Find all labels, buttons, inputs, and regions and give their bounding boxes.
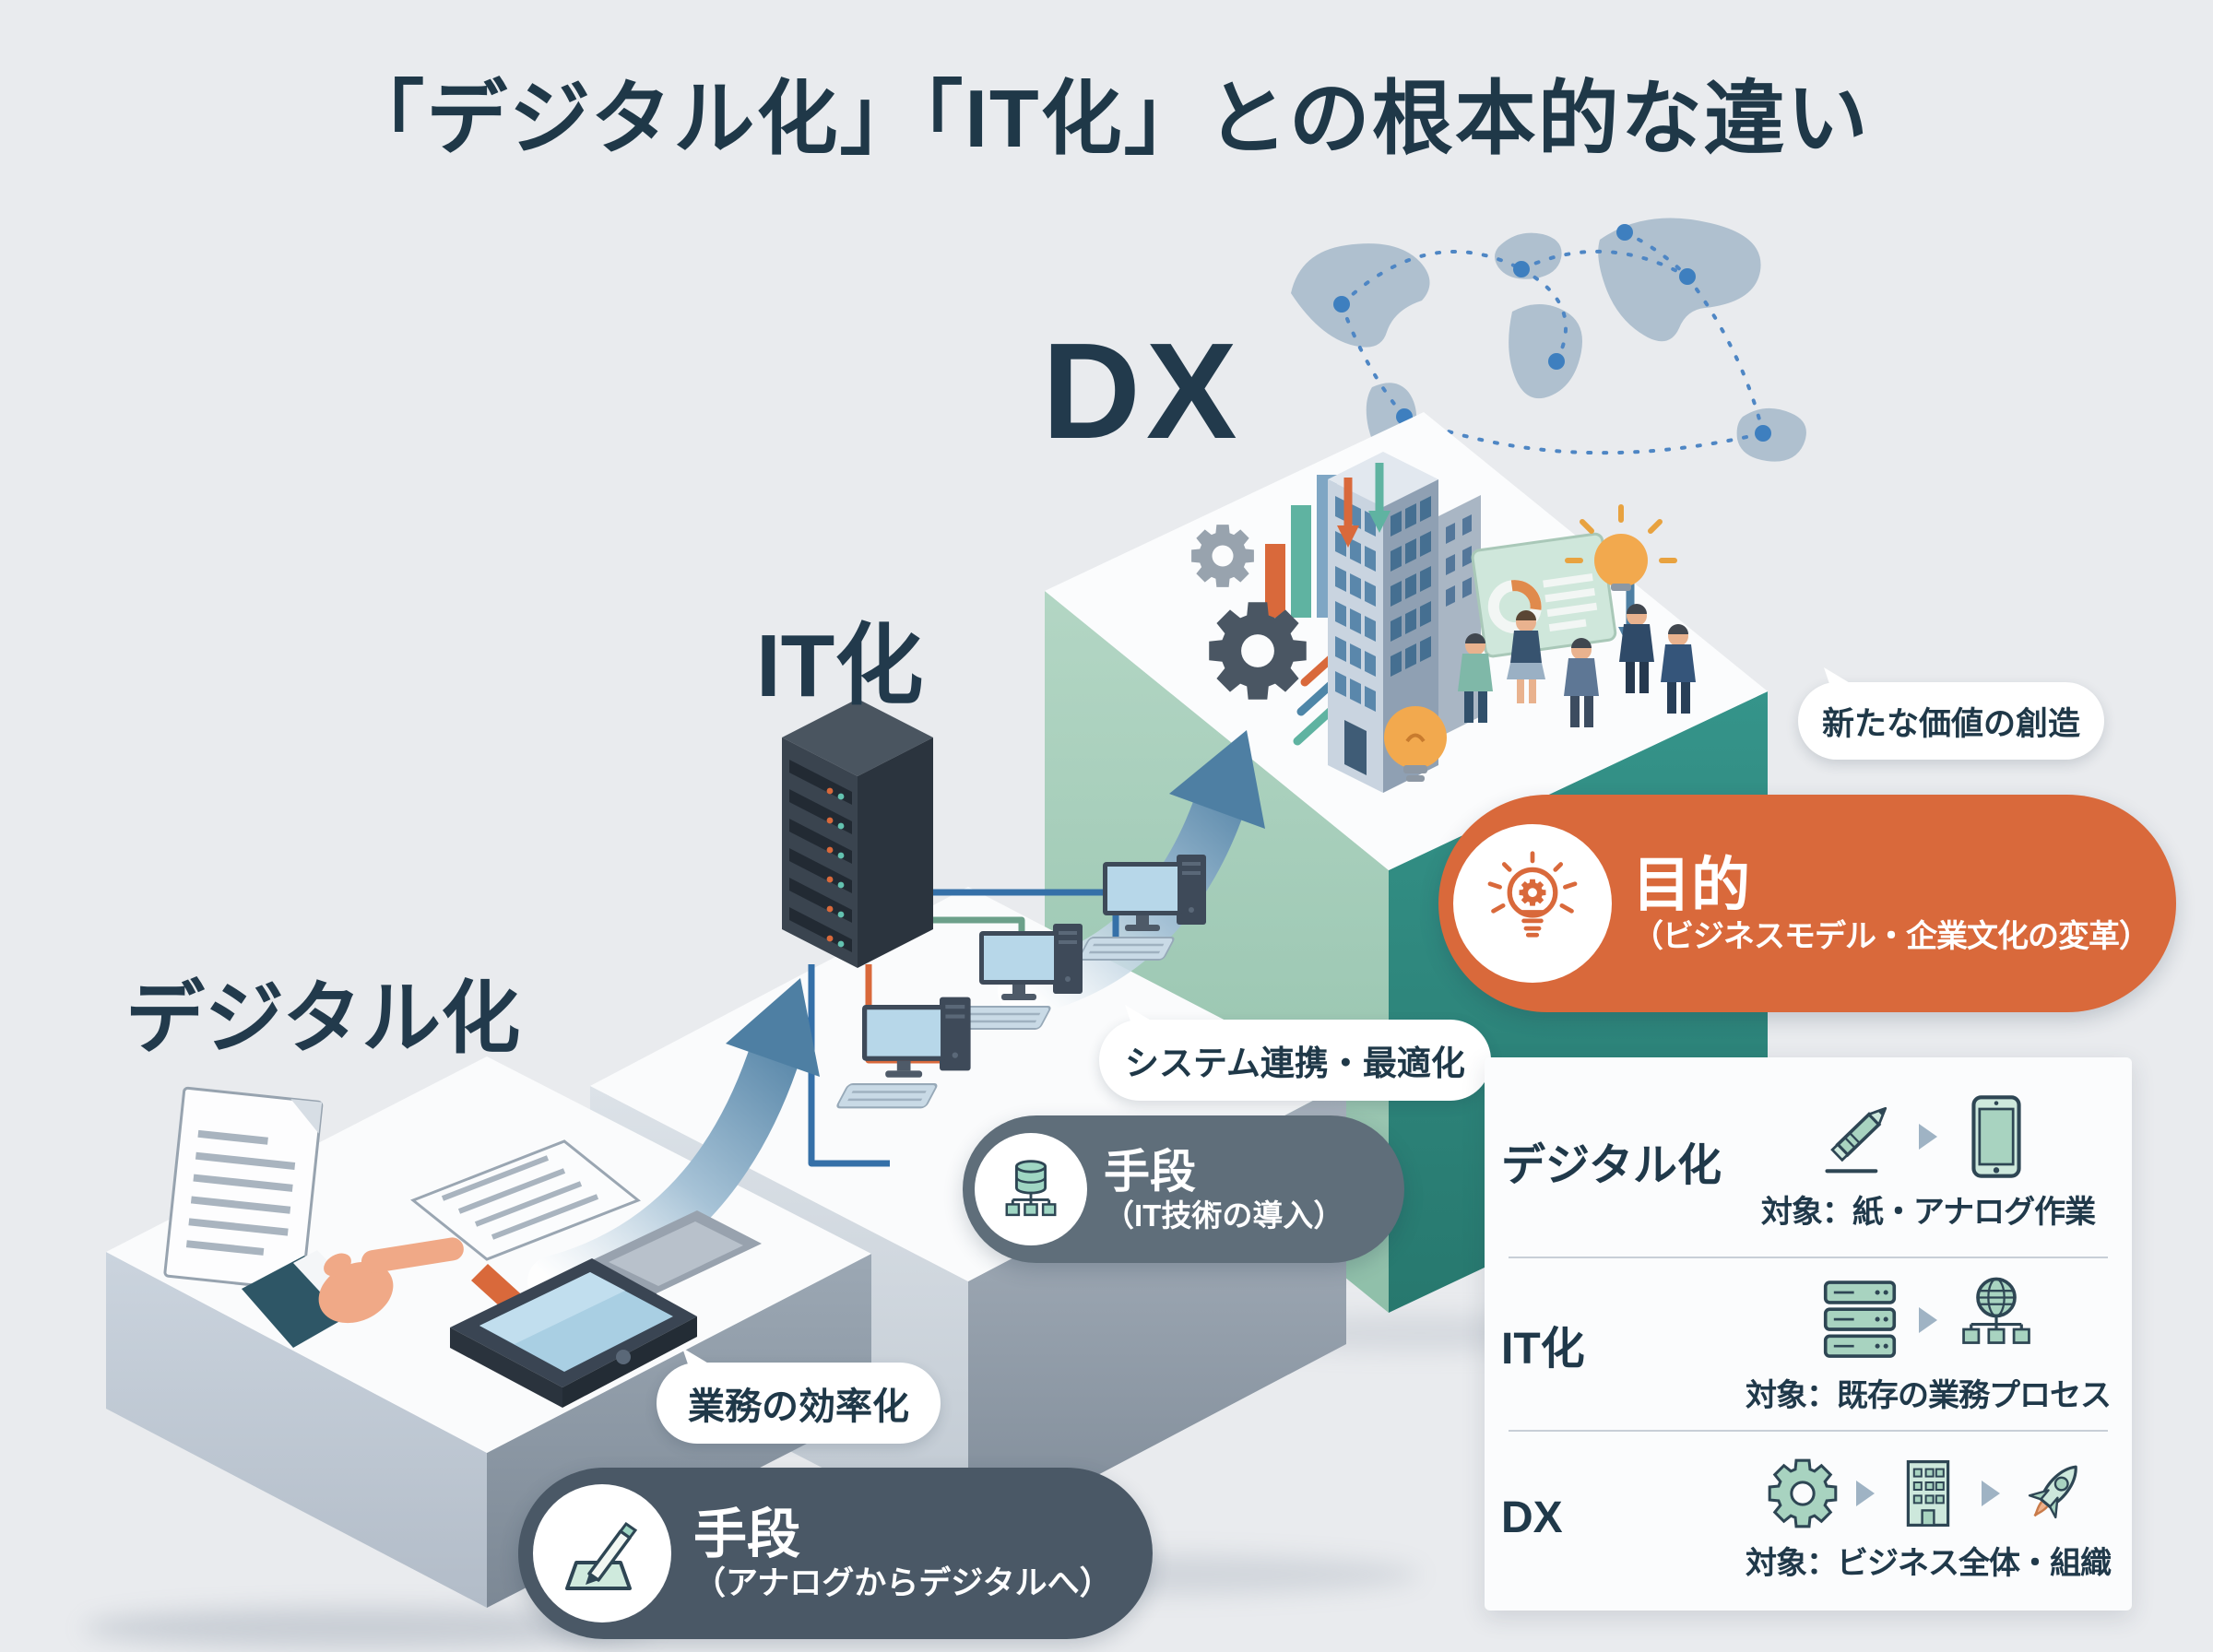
arrow-right-icon	[1919, 1306, 1937, 1333]
label-dx: DX	[1042, 315, 1243, 467]
legend-panel: デジタル化	[1485, 1057, 2132, 1611]
legend-row-it: IT化	[1501, 1258, 2115, 1430]
legend-label: IT化	[1501, 1325, 1585, 1375]
tablet-icon	[1971, 1094, 2021, 1178]
lightbulb-gear-icon	[1453, 824, 1612, 983]
legend-icons	[1762, 1453, 2094, 1534]
world-map-illustration	[1291, 218, 1806, 464]
badge-title: 目的	[1632, 852, 1750, 919]
scanner-tablet-illustration	[450, 1210, 762, 1408]
pencil-icon	[1825, 1106, 1888, 1173]
people-illustration	[1458, 604, 1696, 727]
label-digitalization: デジタル化	[125, 974, 521, 1063]
desktop-computers-illustration	[836, 855, 1206, 1109]
legend-row-digitalization: デジタル化	[1501, 1065, 2115, 1257]
means-badge-digitalization: 手段 （アナログからデジタルへ）	[518, 1468, 1153, 1639]
legend-row-dx: DX	[1501, 1432, 2115, 1603]
desktop-computer-illustration	[1078, 855, 1206, 961]
legend-icons	[1814, 1274, 2042, 1366]
badge-subtitle: （ビジネスモデル・企業文化の変革）	[1632, 919, 2150, 955]
bubble-system-optimization: システム連携・最適化	[1099, 1020, 1491, 1101]
digitalization-top-illustration	[163, 1086, 762, 1408]
page-title: 「デジタル化」「IT化」との根本的な違い	[343, 73, 1870, 164]
globe-network-icon	[1962, 1277, 2030, 1344]
legend-label: DX	[1501, 1493, 1563, 1542]
legend-target: 対象：既存の業務プロセス	[1746, 1377, 2112, 1413]
badge-title: 手段	[693, 1504, 801, 1564]
means-badge-it: 手段 （IT技術の導入）	[963, 1115, 1404, 1263]
bubble-new-value-creation: 新たな価値の創造	[1798, 682, 2105, 760]
divider	[1509, 1430, 2108, 1433]
arrow-right-icon	[1982, 1480, 2000, 1506]
hand-pointer-illustration	[242, 1237, 464, 1348]
dx-top-illustration	[1191, 452, 1696, 794]
label-it: IT化	[756, 617, 924, 715]
badge-subtitle: （アナログからデジタルへ）	[693, 1565, 1112, 1602]
database-network-icon	[975, 1133, 1087, 1245]
desktop-computer-illustration	[836, 997, 971, 1109]
lightbulb-icon	[1565, 504, 1677, 591]
gear-icon	[1768, 1458, 1838, 1528]
arrow-right-icon	[1856, 1480, 1875, 1506]
badge-title: 手段	[1104, 1145, 1196, 1198]
bubble-business-efficiency: 業務の効率化	[657, 1363, 941, 1444]
badge-subtitle: （IT技術の導入）	[1104, 1198, 1344, 1233]
arrow-right-icon	[1919, 1123, 1937, 1150]
purpose-badge-dx: 目的 （ビジネスモデル・企業文化の変革）	[1438, 795, 2176, 1012]
flat-document-illustration	[410, 1139, 641, 1261]
paper-document-illustration	[163, 1086, 324, 1292]
rocket-icon	[2028, 1465, 2077, 1518]
legend-target: 対象：ビジネス全体・組織	[1746, 1545, 2112, 1581]
lightbulb-icon	[1384, 706, 1447, 782]
pencil-pad-icon	[533, 1484, 671, 1622]
server-stack-icon	[1823, 1280, 1897, 1358]
building-icon	[1906, 1459, 1950, 1527]
legend-label: デジタル化	[1501, 1141, 1722, 1191]
legend-icons	[1814, 1091, 2042, 1183]
divider	[1509, 1257, 2108, 1259]
browser-window-illustration	[1471, 532, 1617, 658]
legend-target: 対象：紙・アナログ作業	[1760, 1194, 2096, 1230]
desktop-computer-illustration	[954, 924, 1083, 1030]
server-rack-illustration	[782, 699, 933, 968]
